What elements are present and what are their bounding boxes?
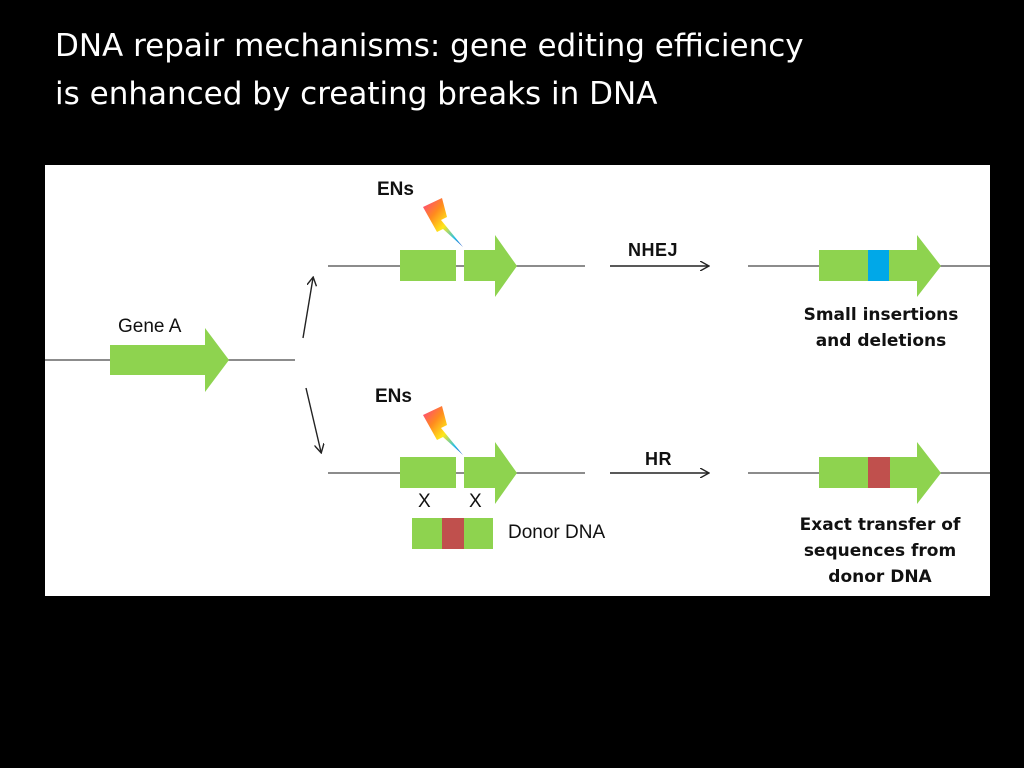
top-broken-strand <box>328 235 585 297</box>
slide-title: DNA repair mechanisms: gene editing effi… <box>55 22 955 118</box>
ens-label-top: ENs <box>377 179 414 200</box>
gene-fragment-left <box>400 457 456 488</box>
cross-mark-right: X <box>469 491 482 512</box>
bottom-result-strand <box>748 442 990 504</box>
en-lightning-icon-top <box>423 198 463 247</box>
result-top-line-2: and deletions <box>815 331 947 351</box>
gene-a-strand <box>45 328 295 392</box>
en-lightning-icon-bottom <box>423 406 463 455</box>
gene-a-label: Gene A <box>118 316 182 337</box>
result-bottom-line-3: donor DNA <box>828 567 932 587</box>
branch-arrow-down <box>305 387 321 452</box>
transferred-sequence <box>868 457 890 488</box>
top-result-strand <box>748 235 990 297</box>
result-bottom-line-2: sequences from <box>803 541 957 561</box>
nhej-label: NHEJ <box>628 240 679 260</box>
cross-mark-left: X <box>418 491 431 512</box>
gene-fragment-right <box>464 235 517 297</box>
slide-title-line-1: DNA repair mechanisms: gene editing effi… <box>55 28 804 64</box>
slide-title-line-2: is enhanced by creating breaks in DNA <box>55 76 658 112</box>
diagram-graphics <box>45 198 990 549</box>
dna-repair-diagram: Gene A ENs ENs NHEJ HR X X Donor DNA Sma… <box>45 165 990 596</box>
donor-sequence <box>442 518 464 549</box>
ens-label-bottom: ENs <box>375 386 412 407</box>
result-bottom-caption: Exact transfer of sequences from donor D… <box>780 512 980 590</box>
branch-arrow-up <box>302 278 313 339</box>
donor-dna-segment <box>412 518 493 549</box>
result-top-line-1: Small insertions <box>803 305 959 325</box>
gene-fragment-left <box>400 250 456 281</box>
gene-a-arrow <box>110 328 229 392</box>
hr-label: HR <box>645 449 672 469</box>
insertion-segment <box>868 250 889 281</box>
bottom-broken-strand <box>328 442 585 504</box>
result-top-caption: Small insertions and deletions <box>781 302 981 354</box>
result-bottom-line-1: Exact transfer of <box>799 515 961 535</box>
donor-dna-label: Donor DNA <box>508 522 606 543</box>
gene-fragment-right <box>464 442 517 504</box>
